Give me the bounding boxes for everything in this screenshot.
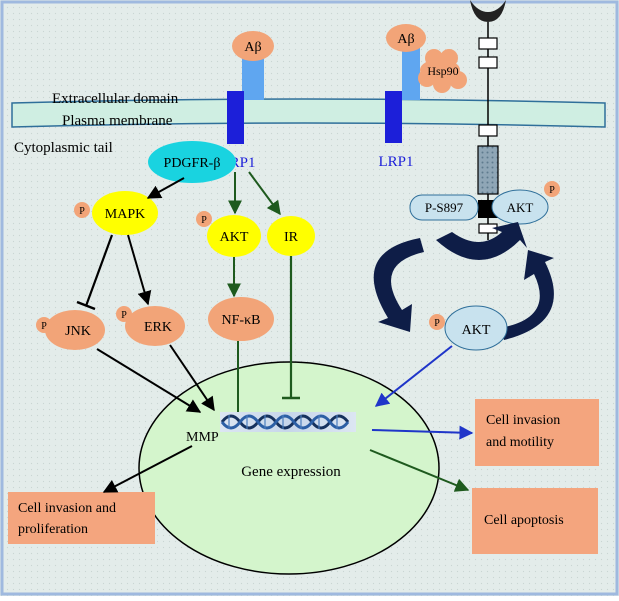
pdgfr-beta-node	[148, 141, 236, 183]
mapk-label: MAPK	[105, 207, 145, 222]
inhibit-mapk-jnk	[84, 234, 114, 307]
abeta-stem-left	[242, 50, 264, 100]
outcome-box-invasion-proliferation	[8, 492, 155, 544]
extracellular-domain-label: Extracellular domain	[52, 91, 179, 107]
abeta-stem-right	[402, 48, 420, 100]
akt-cycle-node	[444, 305, 508, 351]
akt-mid-label: AKT	[220, 230, 249, 245]
akt-receptor-label: AKT	[507, 200, 534, 215]
phospho-akt-receptor-label: P	[549, 185, 555, 196]
arrow-gene-to-apoptosis	[369, 449, 470, 492]
abeta-node-left	[232, 31, 274, 61]
ir-label: IR	[284, 230, 299, 245]
phospho-akt-receptor	[544, 181, 560, 197]
cycle-arrow-left	[373, 238, 424, 332]
outcome-invasion-motility-line2: and motility	[486, 435, 554, 450]
arrow-erk-to-mmp	[169, 344, 215, 412]
hsp90-label: Hsp90	[427, 64, 458, 78]
jnk-node	[45, 310, 105, 350]
arrow-lrp1-to-ir	[248, 171, 281, 216]
hsp90-cluster	[418, 49, 467, 93]
nucleus	[138, 361, 440, 575]
lrp1-bar-right	[385, 91, 402, 143]
outcome-invasion-motility-line1: Cell invasion	[486, 413, 560, 428]
mapk-node	[92, 191, 158, 235]
jnk-label: JNK	[65, 324, 91, 339]
cycle-arrow-top	[436, 222, 527, 260]
erk-label: ERK	[144, 320, 172, 335]
arrow-jnk-to-mmp	[96, 348, 202, 413]
nfkb-node	[208, 297, 274, 341]
receptor-column	[470, 0, 506, 240]
phospho-akt-cycle-label: P	[434, 318, 440, 329]
arrow-mapk-to-erk	[127, 234, 152, 306]
outcome-apoptosis-label: Cell apoptosis	[484, 513, 564, 528]
phospho-jnk	[36, 317, 52, 333]
nfkb-label: NF-κB	[222, 313, 261, 328]
pdgfr-beta-label: PDGFR-β	[164, 156, 221, 171]
p-s897-label: P-S897	[425, 200, 464, 215]
erk-node	[125, 306, 185, 346]
outcome-box-apoptosis	[472, 488, 598, 554]
lrp1-label-right: LRP1	[378, 154, 413, 170]
akt-cycle-label: AKT	[462, 323, 491, 338]
inhibit-mapk-jnk-bar	[76, 300, 96, 311]
outcome-invasion-proliferation-line1: Cell invasion and	[18, 501, 116, 516]
phospho-jnk-label: P	[41, 321, 47, 332]
ir-node	[267, 216, 315, 256]
outcome-invasion-proliferation-line2: proliferation	[18, 522, 88, 537]
arrow-pdgfr-to-mapk	[146, 177, 185, 199]
abeta-label-left: Aβ	[244, 40, 261, 55]
mmp-label: MMP	[186, 430, 219, 445]
outcome-box-invasion-motility	[475, 399, 599, 466]
gene-expression-label: Gene expression	[241, 464, 341, 480]
plasma-membrane	[11, 98, 606, 128]
cycle-arrow-right	[500, 250, 554, 340]
abeta-node-right	[386, 24, 426, 52]
phospho-mapk	[74, 202, 90, 218]
cytoplasmic-tail-label: Cytoplasmic tail	[14, 140, 113, 156]
arrow-dna-to-invasion-motility	[371, 425, 474, 440]
phospho-erk	[116, 306, 132, 322]
phospho-akt-mid	[196, 211, 212, 227]
phospho-mapk-label: P	[79, 206, 85, 217]
lrp1-bar-left	[227, 91, 244, 144]
plasma-membrane-label: Plasma membrane	[62, 113, 173, 129]
dna-helix	[220, 412, 356, 432]
arrow-akt-to-dna	[374, 345, 453, 407]
akt-mid-node	[207, 215, 261, 257]
phospho-akt-cycle	[429, 314, 445, 330]
arrow-mmp-to-invasion-proliferation	[102, 445, 193, 493]
phospho-akt-mid-label: P	[201, 215, 207, 226]
akt-receptor-node	[491, 189, 549, 225]
abeta-label-right: Aβ	[397, 32, 414, 47]
p-s897-pill	[409, 194, 479, 221]
phospho-erk-label: P	[121, 310, 127, 321]
